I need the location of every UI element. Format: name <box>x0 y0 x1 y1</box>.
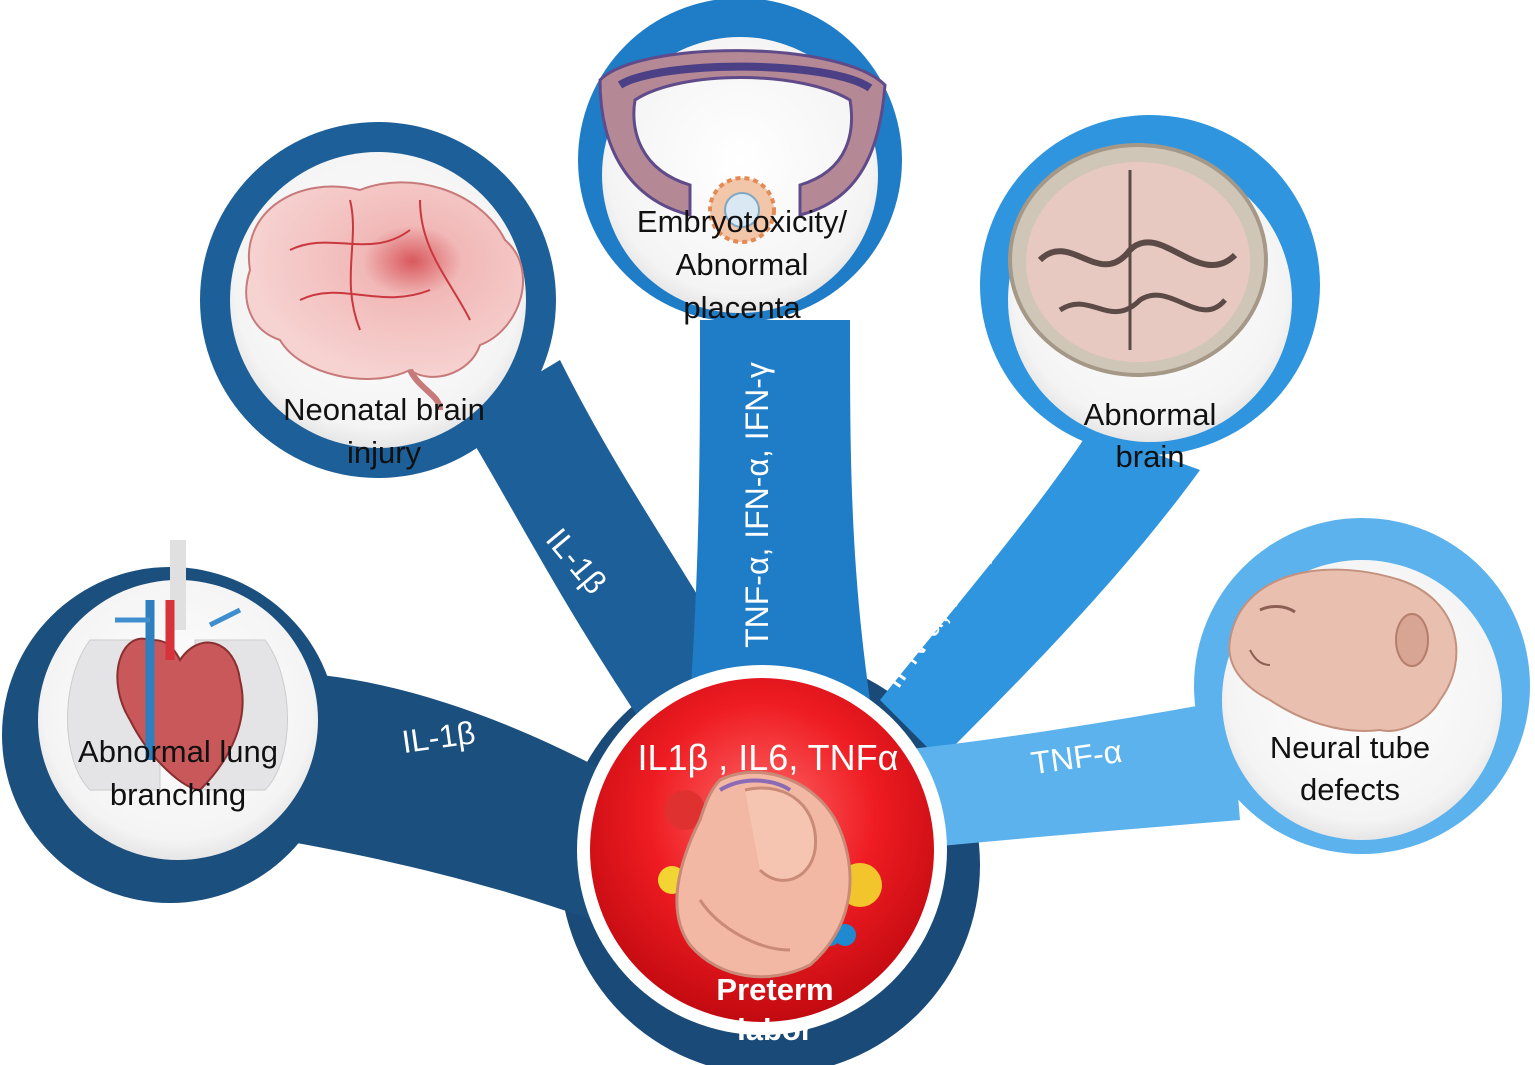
arm-placenta <box>578 0 902 700</box>
brain-icon <box>245 181 524 411</box>
outcome-lung-label-2: branching <box>110 777 246 812</box>
arm-lung <box>2 540 640 930</box>
outcome-neonatal-label-2: injury <box>347 435 422 470</box>
infant-head-icon <box>1228 568 1458 732</box>
arm-brain <box>880 115 1320 760</box>
outcome-placenta-circle <box>602 37 878 313</box>
placenta-icon <box>598 49 887 244</box>
outcome-neural-label-2: defects <box>1300 772 1400 807</box>
outcome-placenta-label-2: Abnormal <box>676 247 809 282</box>
center-preterm-label-2: labor <box>737 1012 813 1047</box>
arm-neonatal <box>200 122 760 720</box>
arm-neural <box>900 518 1530 854</box>
center-cytokines-label: IL1β , IL6, TNFα <box>638 737 899 778</box>
fetus-womb-icon <box>658 770 882 979</box>
center-preterm <box>577 665 947 1035</box>
center-preterm-label-1: Preterm <box>716 972 833 1007</box>
outcome-brain-label-1: Abnormal <box>1084 397 1217 432</box>
outcome-lung-label-1: Abnormal lung <box>78 734 278 769</box>
outcome-brain-label-2: brain <box>1116 439 1185 474</box>
outcome-neonatal-label-1: Neonatal brain <box>283 392 485 427</box>
brain-section-icon <box>1008 143 1268 377</box>
outcome-neural-label-1: Neural tube <box>1270 730 1430 765</box>
heart-lungs-icon <box>67 540 288 792</box>
cytokine-placenta-label: TNF-α, IFN-α, IFN-γ <box>739 362 775 648</box>
outcome-placenta-label-3: placenta <box>683 290 801 325</box>
outcome-placenta-label-1: Embryotoxicity/ <box>637 204 848 239</box>
